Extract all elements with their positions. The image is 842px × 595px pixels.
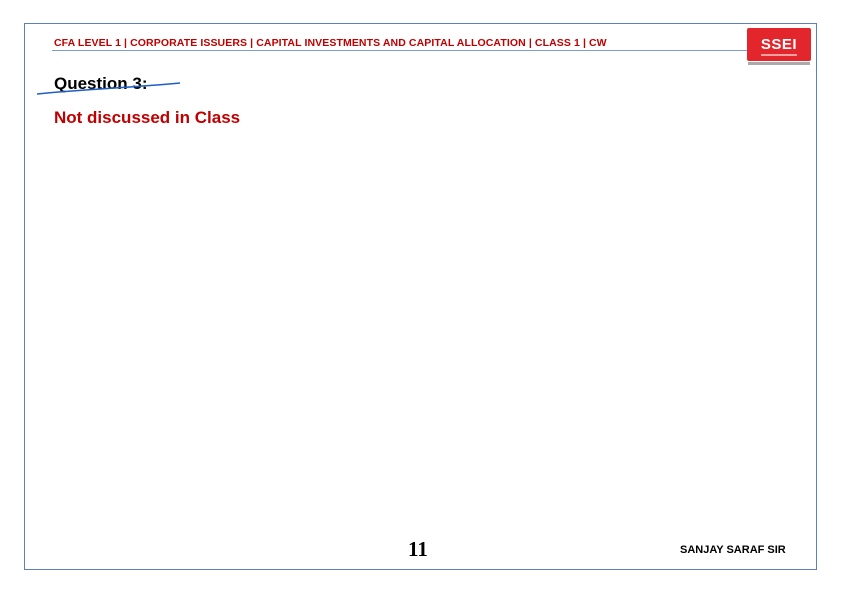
question-title: Question 3: bbox=[54, 74, 148, 93]
logo-text: SSEI bbox=[760, 36, 798, 53]
strikethrough-annotation bbox=[36, 82, 181, 95]
header-divider bbox=[52, 50, 747, 51]
page-border bbox=[24, 23, 817, 570]
class-note: Not discussed in Class bbox=[54, 108, 241, 127]
logo-subline bbox=[761, 54, 797, 56]
author-name: SANJAY SARAF SIR bbox=[680, 544, 786, 556]
page-header: CFA LEVEL 1 | CORPORATE ISSUERS | CAPITA… bbox=[54, 37, 607, 49]
logo-tagline bbox=[748, 62, 810, 65]
ssei-logo: SSEI bbox=[747, 28, 811, 61]
page-number: 11 bbox=[408, 537, 428, 561]
